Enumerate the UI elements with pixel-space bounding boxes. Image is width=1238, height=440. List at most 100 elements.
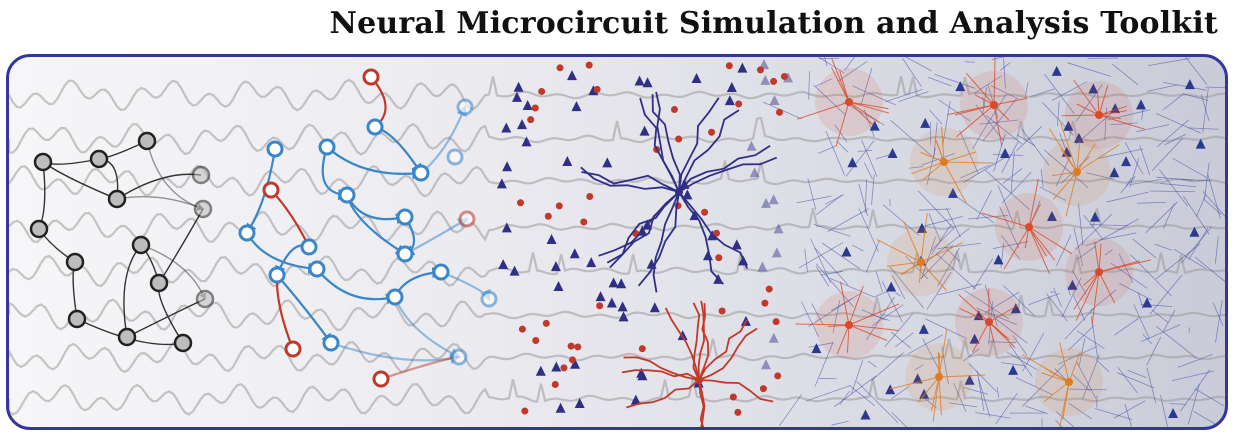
active-soma bbox=[845, 321, 853, 329]
dendrite-branch bbox=[917, 190, 954, 229]
active-soma bbox=[1095, 268, 1103, 276]
active-dendrite bbox=[920, 212, 928, 263]
dendrite-branch bbox=[1053, 287, 1063, 308]
pyramidal-marker bbox=[602, 157, 613, 168]
pyramidal-marker bbox=[521, 136, 532, 147]
dendrite-branch bbox=[964, 289, 1009, 320]
dendrite-branch bbox=[815, 263, 854, 308]
excitatory-neuron bbox=[238, 224, 256, 242]
interneuron-marker bbox=[517, 199, 525, 207]
dendrite-branch bbox=[1124, 142, 1144, 175]
dendrite-branch bbox=[984, 284, 998, 327]
dendrite-branch bbox=[852, 244, 864, 252]
interneuron-marker bbox=[759, 385, 767, 393]
inhibitory-neuron bbox=[458, 210, 476, 228]
pyramidal-marker bbox=[783, 72, 794, 83]
dendrite-branch bbox=[1041, 418, 1043, 427]
pyramidal-marker bbox=[606, 297, 617, 308]
pyramidal-soma bbox=[969, 333, 980, 344]
dendrite-branch bbox=[924, 228, 970, 264]
pyramidal-soma bbox=[1000, 148, 1011, 159]
dendrite-branch bbox=[1146, 336, 1162, 366]
interneuron-marker bbox=[555, 202, 563, 210]
interneuron-marker bbox=[774, 372, 782, 380]
dendrite-branch bbox=[1158, 169, 1189, 207]
dendrite-branch bbox=[834, 375, 877, 407]
pyramidal-soma bbox=[912, 373, 923, 384]
dendrite-branch bbox=[937, 242, 981, 250]
dendrite-branch bbox=[1057, 101, 1060, 126]
pyramidal-marker bbox=[501, 122, 512, 133]
dendrite-branch bbox=[935, 252, 976, 290]
interneuron-marker bbox=[532, 336, 540, 344]
dendrite-branch bbox=[831, 420, 849, 426]
dendrite-branch bbox=[1010, 151, 1015, 193]
dendrite-branch bbox=[891, 274, 906, 300]
active-dendrite bbox=[1028, 226, 1051, 275]
active-soma bbox=[940, 158, 948, 166]
active-dendrite bbox=[930, 376, 940, 412]
excitatory-neuron bbox=[446, 148, 464, 166]
dendrite-branch bbox=[1082, 354, 1100, 399]
pyramidal-marker bbox=[570, 358, 581, 369]
dendrite-branch bbox=[1067, 62, 1112, 77]
pyramidal-marker bbox=[617, 301, 628, 312]
dendrite-branch bbox=[815, 78, 832, 87]
dendrite-branch bbox=[655, 91, 680, 193]
active-dendrite bbox=[972, 321, 990, 353]
dendrite-branch bbox=[1112, 63, 1139, 86]
dendrite-branch bbox=[1215, 299, 1223, 343]
pyramidal-marker bbox=[768, 194, 779, 205]
dendrite-branch bbox=[875, 271, 883, 293]
pyramidal-marker bbox=[517, 119, 528, 130]
dendrite-branch bbox=[1069, 388, 1107, 391]
graph-edge bbox=[157, 282, 184, 345]
dendrite-branch bbox=[925, 318, 967, 339]
dendrite-branch bbox=[858, 183, 868, 216]
dendrite-branch bbox=[972, 258, 994, 290]
dendrite-branch bbox=[1068, 325, 1095, 351]
active-dendrite bbox=[831, 57, 850, 103]
dendrite-branch bbox=[1110, 122, 1138, 126]
active-dendrite bbox=[876, 239, 922, 263]
dendrite-branch bbox=[1028, 292, 1060, 306]
interneuron-marker bbox=[538, 87, 546, 95]
dendrite-branch bbox=[992, 241, 1029, 250]
pyramidal-soma bbox=[1168, 407, 1179, 418]
dendrite-branch bbox=[827, 208, 869, 232]
pyramidal-soma bbox=[973, 310, 984, 321]
dendrite-branch bbox=[813, 224, 851, 237]
interneuron-marker bbox=[518, 325, 526, 333]
dendrite-branch bbox=[934, 73, 976, 89]
dendrite-branch bbox=[678, 191, 724, 285]
dendrite-branch bbox=[1114, 317, 1139, 336]
dendrite-branch bbox=[1073, 295, 1086, 321]
active-dendrite bbox=[848, 101, 889, 110]
interneuron-marker bbox=[776, 108, 784, 116]
dendrite-branch bbox=[863, 109, 875, 138]
graph-node bbox=[65, 252, 85, 272]
interneuron-marker bbox=[580, 218, 588, 226]
dendrite-branch bbox=[937, 283, 982, 296]
dendrite-branch bbox=[845, 140, 875, 177]
dendrite-branch bbox=[811, 303, 824, 325]
dendrite-branch bbox=[1089, 224, 1129, 227]
inhibitory-neuron bbox=[262, 181, 280, 199]
dendrite-branch bbox=[678, 191, 749, 269]
dendrite-branch bbox=[820, 270, 843, 276]
interneuron-marker bbox=[574, 343, 582, 351]
pyramidal-marker bbox=[636, 367, 647, 378]
dendrite-branch bbox=[1075, 214, 1113, 250]
dendrite-branch bbox=[972, 132, 983, 149]
dendrite-branch bbox=[889, 266, 925, 309]
interneuron-marker bbox=[585, 61, 593, 69]
dendrite-branch bbox=[850, 385, 875, 406]
inhibitory-neuron bbox=[362, 68, 380, 86]
dendrite-branch bbox=[867, 360, 877, 368]
pyramidal-soma bbox=[1142, 297, 1153, 308]
active-dendrite bbox=[848, 285, 864, 326]
dendrite-branch bbox=[864, 179, 868, 213]
voltage-trace bbox=[9, 116, 1225, 156]
excitatory-neuron bbox=[300, 238, 318, 256]
dendrite-branch bbox=[810, 238, 831, 283]
